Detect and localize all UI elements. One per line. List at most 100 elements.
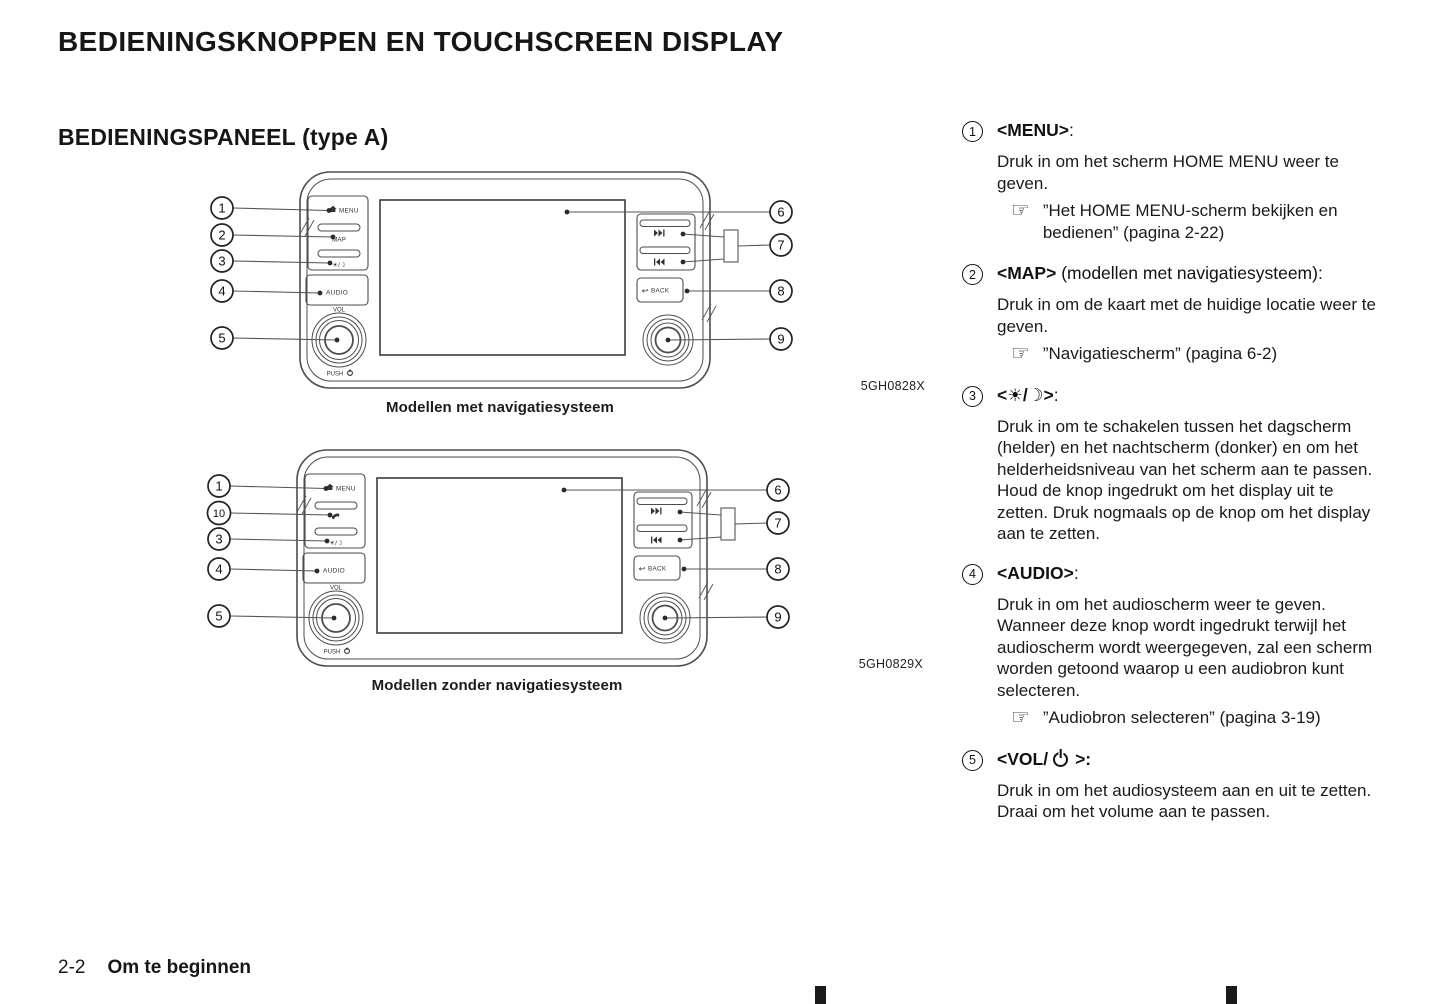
page-title: BEDIENINGSKNOPPEN EN TOUCHSCREEN DISPLAY xyxy=(58,26,784,57)
day-night-key-label: <☀/☽> xyxy=(997,384,1054,405)
head-unit-illustration-nonav: MENU ☀/☽ AUDIO VOL PUSH xyxy=(206,449,790,667)
callout-number-5: 5 xyxy=(962,749,983,771)
back-button-label: BACK xyxy=(648,566,667,573)
power-icon xyxy=(1053,751,1069,767)
push-power-icon xyxy=(347,369,353,376)
seek-back-icon xyxy=(651,536,662,544)
phone-icon xyxy=(331,513,340,520)
callout-number-1: 1 xyxy=(962,121,983,142)
callout-number-4: 4 xyxy=(962,563,983,585)
legend-body-audio: Druk in om het audioscherm weer te geven… xyxy=(997,594,1373,700)
leader-dots xyxy=(317,208,690,343)
vol-key-label: <VOL/ xyxy=(997,748,1049,769)
legend-item-map: 2 <MAP> (modellen met navigatiesysteem):… xyxy=(962,263,1394,373)
head-unit-illustration-nav: MENU MAP ☀/☽ AUDIO VOL PUSH xyxy=(210,171,793,389)
callout-2: 2 xyxy=(218,228,225,243)
audio-button-label: AUDIO xyxy=(326,290,348,297)
callout-5: 5 xyxy=(218,331,225,346)
legend-body-day-night: Druk in om te schakelen tussen het dagsc… xyxy=(997,416,1373,544)
diagram-with-nav: MENU MAP ☀/☽ AUDIO VOL PUSH xyxy=(200,168,800,428)
seek-forward-icon xyxy=(651,507,662,515)
reference-text: ”Audiobron selecteren” (pagina 3-19) xyxy=(1042,708,1321,727)
callout-6: 6 xyxy=(777,205,784,220)
menu-button-label: MENU xyxy=(336,486,356,493)
callout-10: 10 xyxy=(213,508,225,520)
callout-7: 7 xyxy=(777,238,784,253)
reference-text: ”Navigatiescherm” (pagina 6-2) xyxy=(1042,344,1278,363)
cross-reference: ☞ ”Navigatiescherm” (pagina 6-2) xyxy=(1011,343,1389,365)
page-footer: 2-2 Om te beginnen xyxy=(58,957,251,979)
callout-9: 9 xyxy=(777,332,784,347)
seek-back-icon xyxy=(654,258,665,266)
legend-item-audio: 4 <AUDIO>: Druk in om het audioscherm we… xyxy=(962,563,1394,737)
figure-code-2: 5GH0829X xyxy=(858,657,923,671)
callout-8: 8 xyxy=(777,284,784,299)
legend-title-menu: <MENU>: xyxy=(997,120,1074,140)
break-marks xyxy=(296,489,714,601)
touchscreen-display xyxy=(376,477,623,634)
legend-body-menu: Druk in om het scherm HOME MENU weer te … xyxy=(997,152,1339,193)
legend-title-map: <MAP> (modellen met navigatiesysteem): xyxy=(997,263,1323,283)
map-button-label: MAP xyxy=(332,237,346,244)
vol-label: VOL xyxy=(330,586,343,592)
audio-key-label: <AUDIO> xyxy=(997,562,1074,583)
pointing-hand-icon: ☞ xyxy=(1011,705,1030,729)
right-button-panel xyxy=(636,213,696,303)
footer-page-number: 2-2 xyxy=(58,957,86,978)
right-button-panel xyxy=(633,491,693,581)
print-registration-mark xyxy=(815,986,826,1004)
leader-lines xyxy=(229,485,768,619)
push-power-icon xyxy=(344,647,350,654)
section-title: BEDIENINGSPANEEL (type A) xyxy=(58,124,389,150)
left-button-panel xyxy=(305,195,369,306)
map-key-label: <MAP> xyxy=(997,263,1057,283)
callout-number-2: 2 xyxy=(962,264,983,285)
legend-body-map: Druk in om de kaart met de huidige locat… xyxy=(997,295,1376,336)
callout-9: 9 xyxy=(774,610,781,625)
legend-item-volume: 5 <VOL/>: Druk in om het audiosysteem aa… xyxy=(962,749,1394,829)
footer-section-name: Om te beginnen xyxy=(107,957,252,978)
callout-8: 8 xyxy=(774,562,781,577)
seek-forward-icon xyxy=(654,229,665,237)
callout-7-bracket xyxy=(723,229,739,263)
push-label: PUSH xyxy=(327,372,344,378)
legend-item-menu: 1 <MENU>: Druk in om het scherm HOME MEN… xyxy=(962,120,1394,251)
back-arrow-icon: ↩ xyxy=(639,565,646,574)
callout-6: 6 xyxy=(774,483,781,498)
callout-4: 4 xyxy=(218,284,225,299)
reference-text: ”Het HOME MENU-scherm bekijken en bedien… xyxy=(1042,201,1338,242)
back-arrow-icon: ↩ xyxy=(642,287,649,296)
menu-button-label: MENU xyxy=(339,208,359,215)
legend-body-volume: Druk in om het audiosysteem aan en uit t… xyxy=(997,780,1372,822)
leader-dots xyxy=(314,486,687,621)
back-button-label: BACK xyxy=(651,288,670,295)
audio-button-label: AUDIO xyxy=(323,568,345,575)
cross-reference: ☞ ”Audiobron selecteren” (pagina 3-19) xyxy=(1011,707,1389,729)
cross-reference: ☞ ”Het HOME MENU-scherm bekijken en bedi… xyxy=(1011,200,1389,243)
legend-title-day-night: <☀/☽>: xyxy=(997,384,1059,405)
callout-3: 3 xyxy=(215,532,222,547)
pointing-hand-icon: ☞ xyxy=(1011,198,1030,222)
callout-1: 1 xyxy=(218,201,225,216)
legend-title-volume: <VOL/>: xyxy=(997,748,1092,769)
figure-code-1: 5GH0828X xyxy=(860,379,925,393)
legend: 1 <MENU>: Druk in om het scherm HOME MEN… xyxy=(962,120,1394,841)
left-button-panel xyxy=(302,473,366,584)
callout-7-bracket xyxy=(720,507,736,541)
diagram-caption-nav: Modellen met navigatiesysteem xyxy=(386,399,614,416)
leader-lines xyxy=(232,207,771,341)
menu-key-label: <MENU> xyxy=(997,120,1069,140)
print-registration-mark xyxy=(1226,986,1237,1004)
callout-number-3: 3 xyxy=(962,385,983,407)
callout-7: 7 xyxy=(774,516,781,531)
day-night-button-label: ☀/☽ xyxy=(329,540,343,547)
legend-item-day-night: 3 <☀/☽>: Druk in om te schakelen tussen … xyxy=(962,385,1394,551)
push-label: PUSH xyxy=(324,650,341,656)
touchscreen-display xyxy=(379,199,626,356)
callout-3: 3 xyxy=(218,254,225,269)
diagram-caption-nonav: Modellen zonder navigatiesysteem xyxy=(371,677,623,694)
vol-label: VOL xyxy=(333,308,346,314)
diagram-without-nav: MENU ☀/☽ AUDIO VOL PUSH xyxy=(197,446,797,706)
pointing-hand-icon: ☞ xyxy=(1011,341,1030,365)
